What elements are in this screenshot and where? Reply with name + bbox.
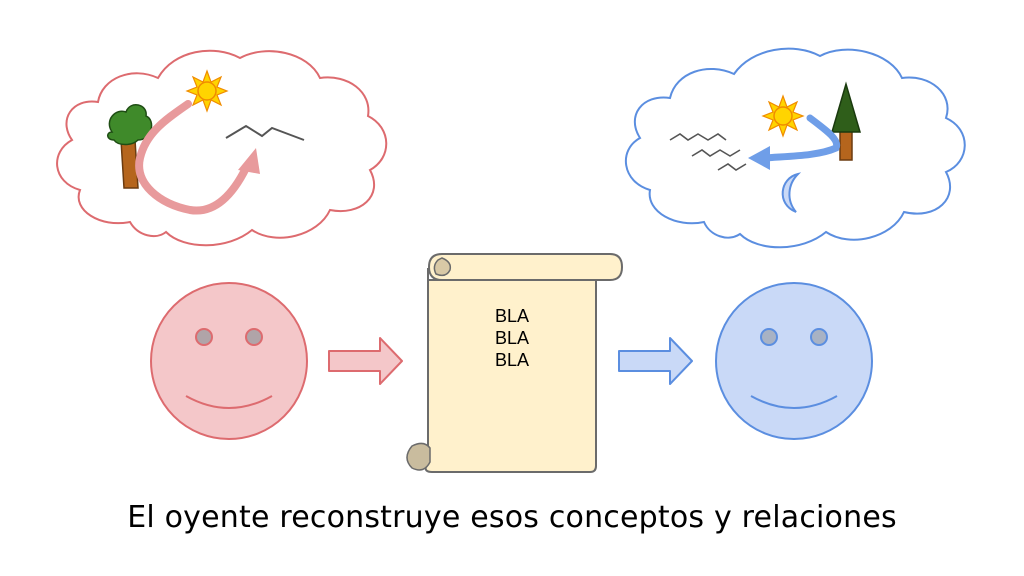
- scroll-text-line-1: BLA: [495, 306, 529, 326]
- scroll-icon: BLA BLA BLA: [406, 253, 624, 473]
- scroll-top-curl: [433, 257, 452, 277]
- pine-tree-icon: [831, 81, 861, 161]
- left-eye: [760, 328, 778, 346]
- tree-icon: [107, 104, 153, 189]
- birds-icon: [669, 133, 747, 171]
- smile: [185, 395, 273, 409]
- speaker-concept-arrow: [135, 100, 250, 215]
- listener-concept-arrow: [760, 114, 841, 162]
- listener-thought-cloud: [624, 47, 966, 249]
- listener-cloud-shape: [624, 47, 966, 249]
- scroll-text-line-2: BLA: [495, 328, 529, 348]
- listener-concept-arrowhead: [748, 146, 770, 170]
- right-eye: [245, 328, 263, 346]
- right-eye: [810, 328, 828, 346]
- scroll-text-line-3: BLA: [495, 350, 529, 370]
- sun-icon: [761, 94, 805, 138]
- bird-icon: [225, 124, 305, 141]
- scroll-top-roll: [427, 253, 624, 281]
- message-to-listener-arrow: [618, 337, 693, 385]
- crescent-moon-icon: [781, 172, 802, 213]
- scroll-body: [424, 268, 597, 473]
- scroll-bottom-curl: [406, 442, 431, 471]
- speaker-thought-cloud: [56, 49, 388, 247]
- speaker-face: [150, 282, 308, 440]
- speaker-to-message-arrow: [328, 337, 403, 385]
- speaker-concept-arrowhead: [238, 148, 260, 174]
- diagram-caption: El oyente reconstruye esos conceptos y r…: [127, 500, 897, 535]
- smile: [750, 395, 838, 409]
- listener-face: [715, 282, 873, 440]
- left-eye: [195, 328, 213, 346]
- sun-icon: [185, 69, 229, 113]
- speaker-cloud-shape: [56, 49, 388, 247]
